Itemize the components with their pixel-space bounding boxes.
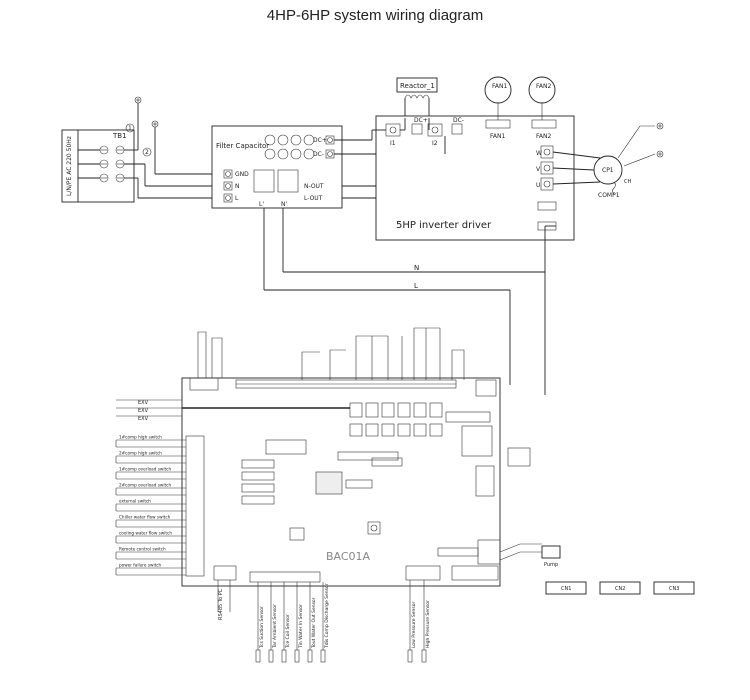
- cable-n-label: N: [414, 264, 419, 272]
- fan2-motor: FAN2: [528, 76, 556, 120]
- exv-group: EXV EXV EXV: [116, 399, 182, 422]
- sensor-list: Tcs Suction Sensor Tar Ambient Sensor Tce …: [255, 580, 431, 663]
- switch-label: 1#comp overload switch: [119, 467, 171, 472]
- cn-box: CN1: [545, 581, 587, 595]
- pressure-label: Low Pressure Sensor: [411, 601, 417, 648]
- switch-row: 2#comp overload switch: [115, 483, 186, 496]
- tb1-label: TB1: [112, 132, 127, 140]
- svg-text:U: U: [536, 182, 540, 189]
- supply-label: L/N/PE AC 220 50Hz: [66, 136, 73, 196]
- board-name: BAC01A: [326, 550, 371, 563]
- pressure-label: High Pressure Sensor: [425, 600, 431, 648]
- svg-text:L: L: [235, 195, 239, 202]
- cn-connectors: CN1 CN2 CN3: [545, 581, 695, 595]
- switch-label: cooling water flow switch: [119, 531, 172, 536]
- sensor-label: Tin Water In Sensor: [298, 604, 304, 649]
- svg-text:2: 2: [145, 149, 149, 156]
- svg-text:Reactor_1: Reactor_1: [400, 82, 435, 90]
- svg-text:DC-: DC-: [313, 151, 324, 158]
- sensor-label: Tdis Comp Discharge Sensor: [324, 583, 330, 649]
- cn-label: CN1: [561, 586, 571, 592]
- sensor: Tout Water Out Sensor: [307, 582, 317, 663]
- switch-row: cooling water flow switch: [115, 531, 186, 544]
- pressure-sensor: High Pressure Sensor: [421, 580, 431, 663]
- svg-text:DC+: DC+: [313, 137, 327, 144]
- ground-icon: [656, 122, 664, 130]
- svg-text:W: W: [536, 150, 542, 157]
- sensor-label: Tce Coil Sensor: [285, 614, 291, 649]
- reactor: Reactor_1: [396, 77, 438, 118]
- marker-1: [125, 123, 135, 133]
- svg-text:Pump: Pump: [544, 562, 558, 568]
- ground-icon: [124, 96, 142, 151]
- svg-text:I1: I1: [390, 140, 396, 147]
- switch-label: 2#comp high switch: [119, 451, 162, 456]
- svg-text:COMP1: COMP1: [598, 192, 620, 199]
- svg-text:GND: GND: [235, 171, 249, 178]
- svg-text:FAN2: FAN2: [536, 133, 551, 140]
- sensor: Tdis Comp Discharge Sensor: [320, 582, 330, 663]
- switch-label: Remote control switch: [119, 547, 166, 552]
- fan1-motor: FAN1: [484, 76, 512, 120]
- svg-text:N': N': [281, 201, 287, 208]
- power-supply-block: L/N/PE AC 220 50Hz TB1: [61, 129, 135, 203]
- sensor-label: Tar Ambient Sensor: [272, 604, 278, 649]
- switch-label: external switch: [119, 499, 151, 504]
- switch-row: 1#comp overload switch: [115, 467, 186, 480]
- sensor: Tar Ambient Sensor: [268, 582, 278, 663]
- cn-label: CN2: [615, 586, 625, 592]
- cable-l-label: L: [414, 282, 418, 290]
- svg-text:I2: I2: [432, 140, 438, 147]
- svg-text:DC+: DC+: [414, 117, 428, 124]
- svg-text:V: V: [536, 166, 541, 173]
- marker-2: [142, 147, 152, 157]
- switch-row: power failure switch: [115, 563, 186, 576]
- switch-row: Remote control switch: [115, 547, 186, 560]
- switch-label: power failure switch: [119, 563, 162, 568]
- svg-text:EXV: EXV: [138, 416, 149, 422]
- svg-text:EXV: EXV: [138, 400, 149, 406]
- pressure-sensor: Low Pressure Sensor: [407, 580, 417, 663]
- svg-text:CP1: CP1: [602, 167, 614, 174]
- svg-text:FAN1: FAN1: [490, 133, 505, 140]
- svg-text:N-OUT: N-OUT: [304, 183, 324, 190]
- cn-box: CN3: [653, 581, 695, 595]
- filter-label: Filter Capacitor: [216, 142, 269, 150]
- svg-text:N: N: [235, 183, 240, 190]
- control-board: BAC01A: [181, 377, 531, 587]
- switch-label: 1#comp high switch: [119, 435, 162, 440]
- svg-text:DC-: DC-: [453, 117, 464, 124]
- driver-label: 5HP inverter driver: [396, 220, 492, 231]
- filter-capacitor: Filter Capacitor DC+ DC- GND N L N-OUT L…: [211, 125, 343, 209]
- svg-text:CH: CH: [624, 179, 631, 185]
- sensor-label: Tout Water Out Sensor: [311, 597, 317, 649]
- switch-label: 2#comp overload switch: [119, 483, 171, 488]
- sensor: Tcs Suction Sensor: [255, 582, 265, 663]
- switch-label: Chiller water flow switch: [119, 515, 171, 520]
- switch-row: 2#comp high switch: [115, 451, 186, 464]
- switch-row: 1#comp high switch: [115, 435, 186, 448]
- svg-text:EXV: EXV: [138, 408, 149, 414]
- compressor: CP1 COMP1 CH: [552, 125, 656, 199]
- sensor: Tin Water In Sensor: [294, 582, 304, 663]
- diagram-title: 4HP-6HP system wiring diagram: [267, 7, 483, 24]
- switch-row: Chiller water flow switch: [115, 515, 186, 528]
- svg-text:FAN2: FAN2: [536, 83, 551, 90]
- sensor-label: Tcs Suction Sensor: [259, 606, 265, 649]
- cn-label: CN3: [669, 586, 679, 592]
- sensor: Tce Coil Sensor: [281, 582, 291, 663]
- cn-box: CN2: [599, 581, 641, 595]
- switch-row: external switch: [115, 499, 186, 512]
- svg-text:L-OUT: L-OUT: [304, 195, 323, 202]
- rs485-label: RS485 To PC: [218, 588, 224, 620]
- top-harness: [197, 327, 465, 380]
- svg-text:L': L': [259, 201, 264, 208]
- svg-text:1: 1: [128, 125, 132, 132]
- svg-text:FAN1: FAN1: [492, 83, 507, 90]
- pump: Pump: [499, 543, 561, 568]
- inverter-driver: 5HP inverter driver DC+ DC- I1 I2 FAN1 F…: [375, 115, 575, 241]
- ground-icon: [656, 150, 664, 158]
- left-switch-list: 1#comp high switch 2#comp high switch 1#co…: [115, 435, 186, 576]
